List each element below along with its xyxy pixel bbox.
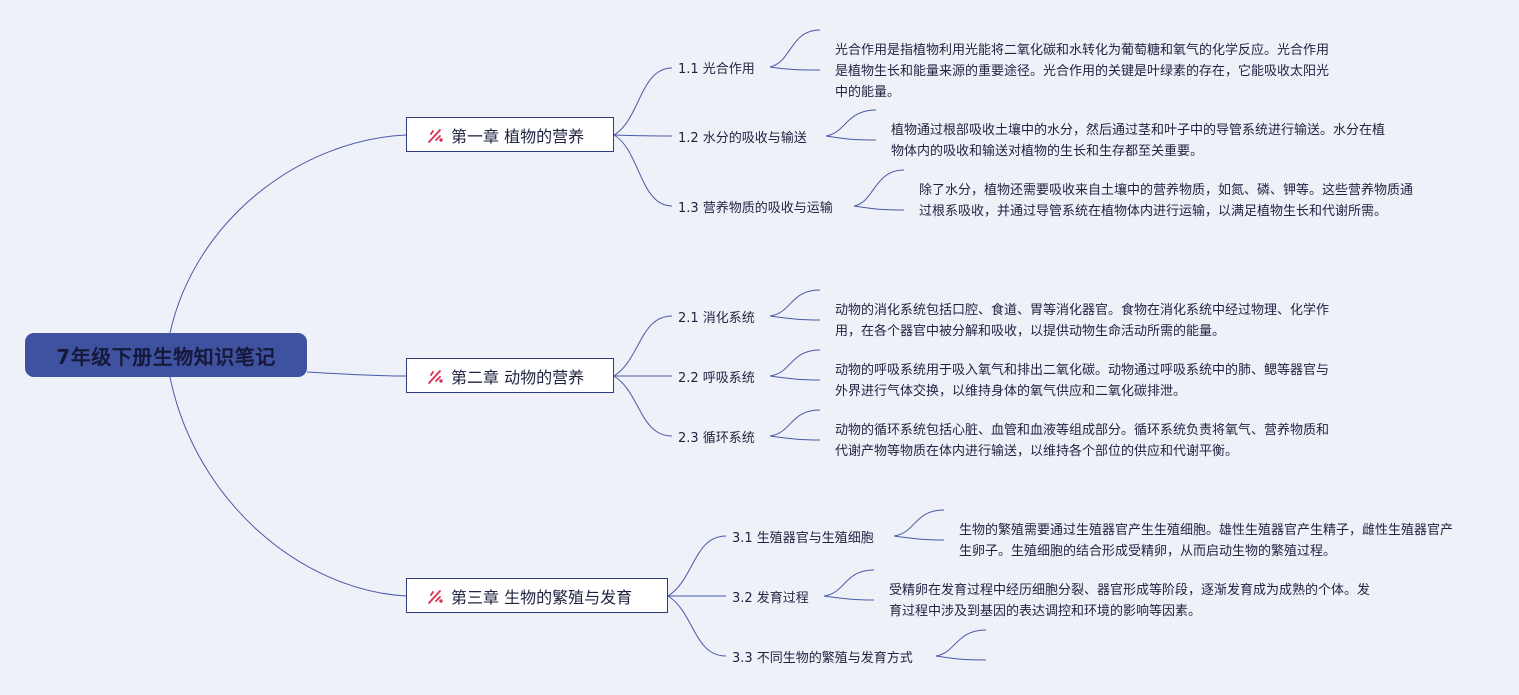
chapter-1-title: 第一章 植物的营养 [451,126,585,146]
chapter-2-title: 第二章 动物的营养 [451,367,585,387]
chapter-3-topic[interactable]: 第三章 生物的繁殖与发育 [406,578,668,613]
chapter-3-title: 第三章 生物的繁殖与发育 [451,587,633,607]
sub-1-3[interactable]: 1.3 营养物质的吸收与运输 [678,201,833,216]
desc-1-1: 光合作用是指植物利用光能将二氧化碳和水转化为葡萄糖和氧气的化学反应。光合作用是植… [835,43,1330,100]
sub-2-2[interactable]: 2.2 呼吸系统 [678,371,755,386]
sparkle-icon [428,369,443,384]
desc-2-1: 动物的消化系统包括口腔、食道、胃等消化器官。食物在消化系统中经过物理、化学作用，… [835,303,1330,339]
desc-3-2: 受精卵在发育过程中经历细胞分裂、器官形成等阶段，逐渐发育成为成熟的个体。发育过程… [889,583,1371,619]
sub-2-1[interactable]: 2.1 消化系统 [678,311,755,326]
chapter-1-topic[interactable]: 第一章 植物的营养 [406,117,614,152]
sub-3-2[interactable]: 3.2 发育过程 [732,591,809,606]
sparkle-icon [428,128,443,143]
sub-1-2[interactable]: 1.2 水分的吸收与输送 [678,131,807,146]
sparkle-icon [428,589,443,604]
sub-2-3[interactable]: 2.3 循环系统 [678,431,755,446]
sub-3-1[interactable]: 3.1 生殖器官与生殖细胞 [732,531,874,546]
desc-2-2: 动物的呼吸系统用于吸入氧气和排出二氧化碳。动物通过呼吸系统中的肺、鳃等器官与外界… [835,363,1330,399]
sub-1-1[interactable]: 1.1 光合作用 [678,62,755,77]
sub-3-3[interactable]: 3.3 不同生物的繁殖与发育方式 [732,651,913,666]
root-title: 7年级下册生物知识笔记 [56,344,276,369]
chapter-2-topic[interactable]: 第二章 动物的营养 [406,358,614,393]
desc-1-3: 除了水分，植物还需要吸收来自土壤中的营养物质，如氮、磷、钾等。这些营养物质通过根… [919,183,1414,219]
desc-2-3: 动物的循环系统包括心脏、血管和血液等组成部分。循环系统负责将氧气、营养物质和代谢… [835,423,1330,459]
desc-1-2: 植物通过根部吸收土壤中的水分，然后通过茎和叶子中的导管系统进行输送。水分在植物体… [891,123,1386,159]
root-topic[interactable]: 7年级下册生物知识笔记 [25,333,307,377]
desc-3-1: 生物的繁殖需要通过生殖器官产生生殖细胞。雄性生殖器官产生精子，雌性生殖器官产生卵… [959,523,1454,559]
